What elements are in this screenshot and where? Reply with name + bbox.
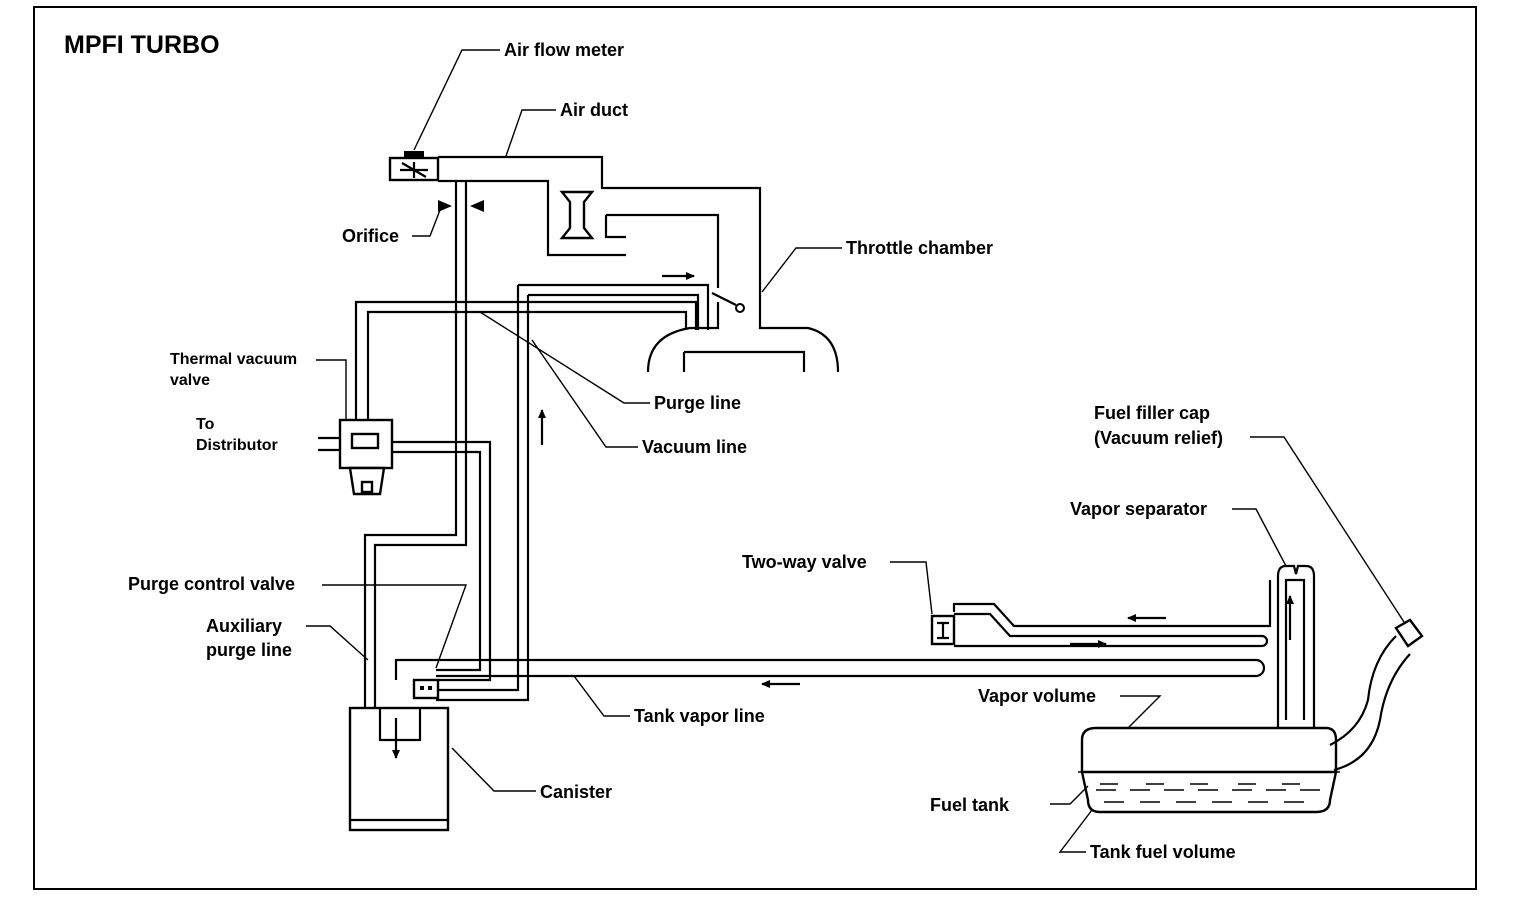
label-to-distributor-1: To (196, 416, 215, 433)
label-fuel-tank: Fuel tank (930, 795, 1010, 815)
air-duct (438, 155, 762, 315)
leader-lines (306, 49, 1405, 853)
canister (348, 706, 450, 832)
label-thermal-vacuum-valve-1: Thermal vacuum (170, 351, 297, 368)
label-vapor-separator: Vapor separator (1070, 499, 1207, 519)
label-thermal-vacuum-valve-2: valve (170, 372, 210, 389)
vacuum-line (363, 181, 468, 712)
label-auxiliary-purge-line-1: Auxiliary (206, 616, 282, 636)
label-throttle-chamber: Throttle chamber (846, 238, 993, 258)
purge-line (436, 283, 710, 702)
label-auxiliary-purge-line-2: purge line (206, 640, 292, 660)
diagram-title: MPFI TURBO (64, 31, 220, 59)
label-tank-fuel-volume: Tank fuel volume (1090, 842, 1236, 862)
label-orifice: Orifice (342, 226, 399, 246)
vapor-separator (1276, 564, 1316, 730)
filler-neck (1329, 618, 1424, 772)
orifice (438, 200, 484, 212)
thermal-vacuum-valve (318, 418, 394, 496)
diagram-frame (33, 6, 1477, 890)
label-canister: Canister (540, 782, 612, 802)
air-flow-meter (388, 151, 440, 182)
label-vacuum-line: Vacuum line (642, 437, 747, 457)
label-fuel-filler-cap-2: (Vacuum relief) (1094, 428, 1223, 448)
label-purge-line: Purge line (654, 393, 741, 413)
label-two-way-valve: Two-way valve (742, 552, 867, 572)
label-fuel-filler-cap-1: Fuel filler cap (1094, 403, 1210, 423)
label-vapor-volume: Vapor volume (978, 686, 1096, 706)
label-air-duct: Air duct (560, 100, 628, 120)
fuel-tank (1078, 726, 1340, 814)
tvv-hoses (354, 300, 698, 682)
label-air-flow-meter: Air flow meter (504, 40, 624, 60)
two-way-valve (930, 614, 956, 646)
throttle-chamber (646, 292, 840, 373)
tank-vapor-line (394, 658, 1266, 680)
label-to-distributor-2: Distributor (196, 437, 278, 454)
purge-control-valve (412, 678, 440, 700)
label-purge-control-valve: Purge control valve (128, 574, 295, 594)
label-tank-vapor-line: Tank vapor line (634, 706, 765, 726)
two-way-valve-lines (952, 580, 1272, 648)
